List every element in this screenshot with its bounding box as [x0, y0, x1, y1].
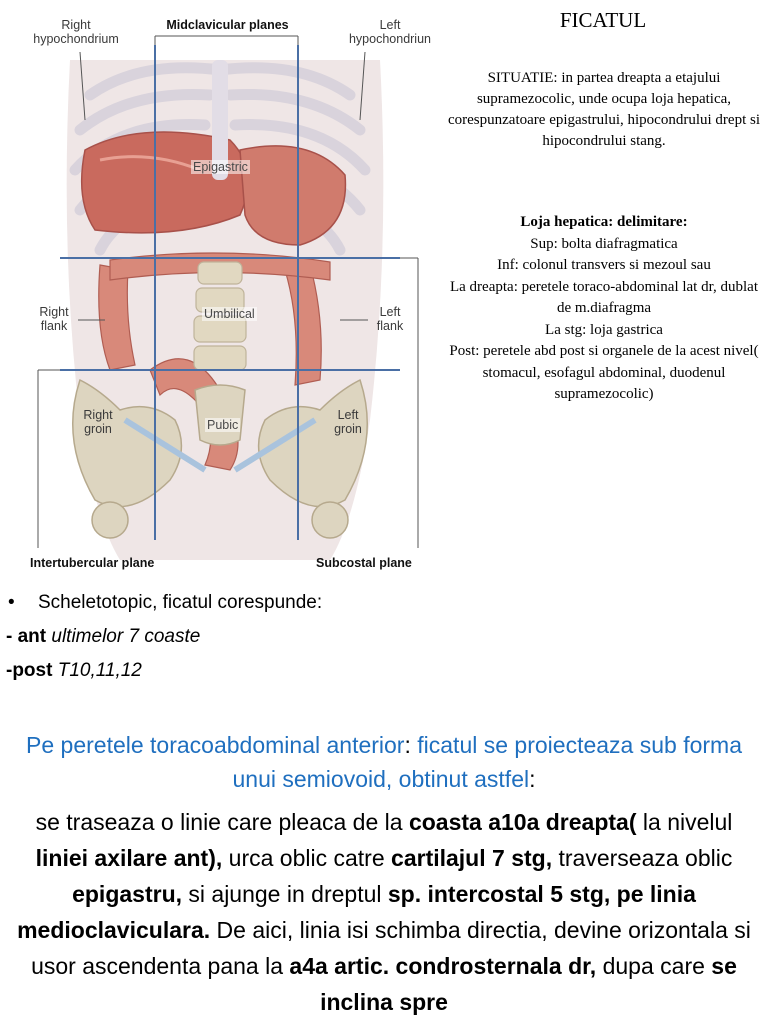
traseu-t4: traverseaza oblic	[552, 845, 733, 871]
loja-line-sup: Sup: bolta diafragmatica	[530, 235, 678, 252]
loja-line-dreapta: La dreapta: peretele toraco-abdominal la…	[449, 278, 758, 317]
label-intertubercular-plane: Intertubercular plane	[30, 556, 155, 570]
scheletotopic-section: • Scheletotopic, ficatul corespunde: - an…	[6, 586, 446, 688]
loja-hepatica-section: Loja hepatica: delimitare: Sup: bolta di…	[446, 212, 762, 406]
loja-line-post: Post: peretele abd post si organele de l…	[449, 343, 759, 402]
traseu-t6: De aici, linia isi schimba directia, dev…	[31, 917, 751, 979]
proiectie-part2: ficatul se proiecteaza sub forma unui se…	[232, 732, 742, 792]
traseu-b7: se inclina spre	[320, 953, 737, 1015]
label-midclavicular-planes: Midclavicular planes	[166, 18, 289, 32]
traseu-b2: liniei axilare ant),	[35, 845, 223, 871]
scheleto-ant-line: - ant ultimelor 7 coaste	[6, 620, 446, 654]
scheleto-post-value: T10,11,12	[57, 660, 142, 681]
proiectie-colon2: :	[529, 766, 536, 792]
proiectie-part1: Pe peretele toracoabdominal anterior	[26, 732, 405, 758]
label-right-groin: Right groin	[83, 408, 113, 436]
anatomy-figure: Right hypochondrium Midclavicular planes…	[0, 0, 440, 580]
bullet-icon: •	[8, 592, 15, 613]
traseu-b1: coasta a10a dreapta(	[408, 809, 637, 835]
proiectie-heading: Pe peretele toracoabdominal anterior: fi…	[8, 728, 760, 796]
label-left-hypochondrium: Left hypochondriun	[348, 18, 431, 46]
label-left-groin: Left groin	[334, 408, 362, 436]
scheleto-bullet: • Scheletotopic, ficatul corespunde:	[6, 586, 446, 620]
scheleto-post-line: -post T10,11,12	[6, 654, 446, 688]
proiectie-colon1: :	[404, 732, 411, 758]
traseu-t2: la nivelul	[636, 809, 733, 835]
traseu-t1: se traseaza o linie care pleaca de la	[35, 809, 409, 835]
label-left-flank: Left flank	[376, 305, 404, 333]
label-right-hypochondrium: Right hypochondrium	[33, 18, 119, 46]
traseu-t5: si ajunge in dreptul	[182, 881, 388, 907]
traseu-b3: cartilajul 7 stg,	[391, 845, 553, 871]
traseu-b5: sp. intercostal 5 stg, pe linia mediocla…	[17, 881, 696, 943]
situatie-paragraph: SITUATIE: in partea dreapta a etajului s…	[448, 70, 760, 149]
loja-line-inf: Inf: colonul transvers si mezoul sau	[497, 257, 711, 273]
page-title: FICATUL	[559, 8, 647, 32]
scheleto-post-label: -post	[6, 660, 53, 681]
traseu-paragraph: se traseaza o linie care pleaca de la co…	[8, 804, 760, 1020]
scheleto-bullet-text: Scheletotopic, ficatul corespunde:	[38, 592, 323, 613]
loja-line-stg: La stg: loja gastrica	[545, 321, 663, 338]
label-epigastric: Epigastric	[191, 160, 250, 174]
loja-heading: Loja hepatica: delimitare:	[520, 214, 688, 230]
scheleto-ant-value: ultimelor 7 coaste	[51, 626, 201, 647]
abdomen-regions-illustration	[37, 35, 419, 560]
traseu-t7: dupa care	[596, 953, 712, 979]
traseu-b6: a4a artic. condrosternala dr,	[289, 953, 597, 979]
label-umbilical: Umbilical	[202, 307, 257, 321]
traseu-t3: urca oblic catre	[222, 845, 392, 871]
scheleto-ant-label: - ant	[6, 626, 47, 647]
label-right-flank: Right flank	[39, 305, 69, 333]
traseu-b4: epigastru,	[72, 881, 183, 907]
label-subcostal-plane: Subcostal plane	[316, 556, 412, 570]
label-pubic: Pubic	[205, 418, 241, 432]
